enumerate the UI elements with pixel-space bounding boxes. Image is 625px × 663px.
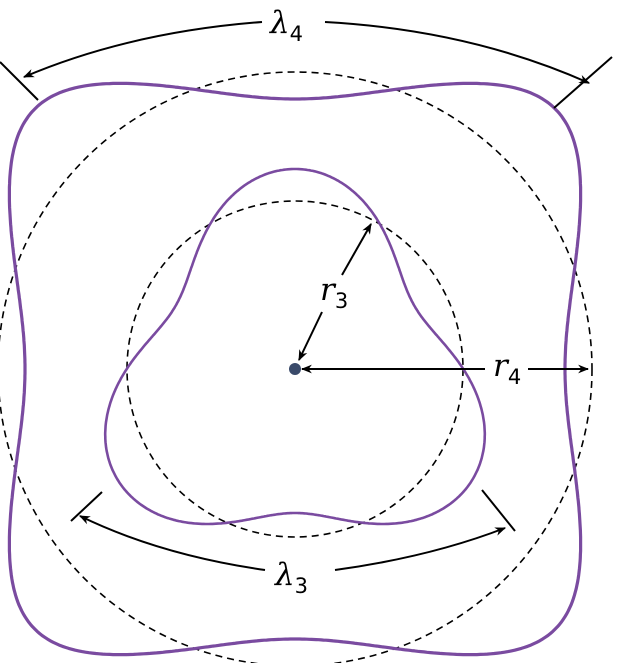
lambda4-left-tick <box>0 61 39 101</box>
r3-label: r3 <box>320 272 348 313</box>
center-point <box>289 363 301 375</box>
lambda3-right-arc-arrow <box>334 527 507 571</box>
lambda3-right-tick <box>481 489 516 532</box>
lambda4-right-tick <box>553 56 613 109</box>
lambda4-right-arc-arrow <box>324 21 591 84</box>
r3-lower-arrow <box>298 311 323 361</box>
lambda3-left-tick <box>70 491 103 522</box>
lambda4-left-arc-arrow <box>22 21 263 78</box>
lambda4-label: λ4 <box>268 5 303 46</box>
inner-wave-curve <box>103 167 487 526</box>
r4-label: r4 <box>493 348 521 389</box>
lambda3-left-arc-arrow <box>79 515 266 571</box>
outer-wave-curve <box>7 81 583 657</box>
outer-dashed-circle <box>0 71 593 663</box>
lambda3-label: λ3 <box>273 557 308 598</box>
r3-upper-arrow <box>341 223 372 276</box>
